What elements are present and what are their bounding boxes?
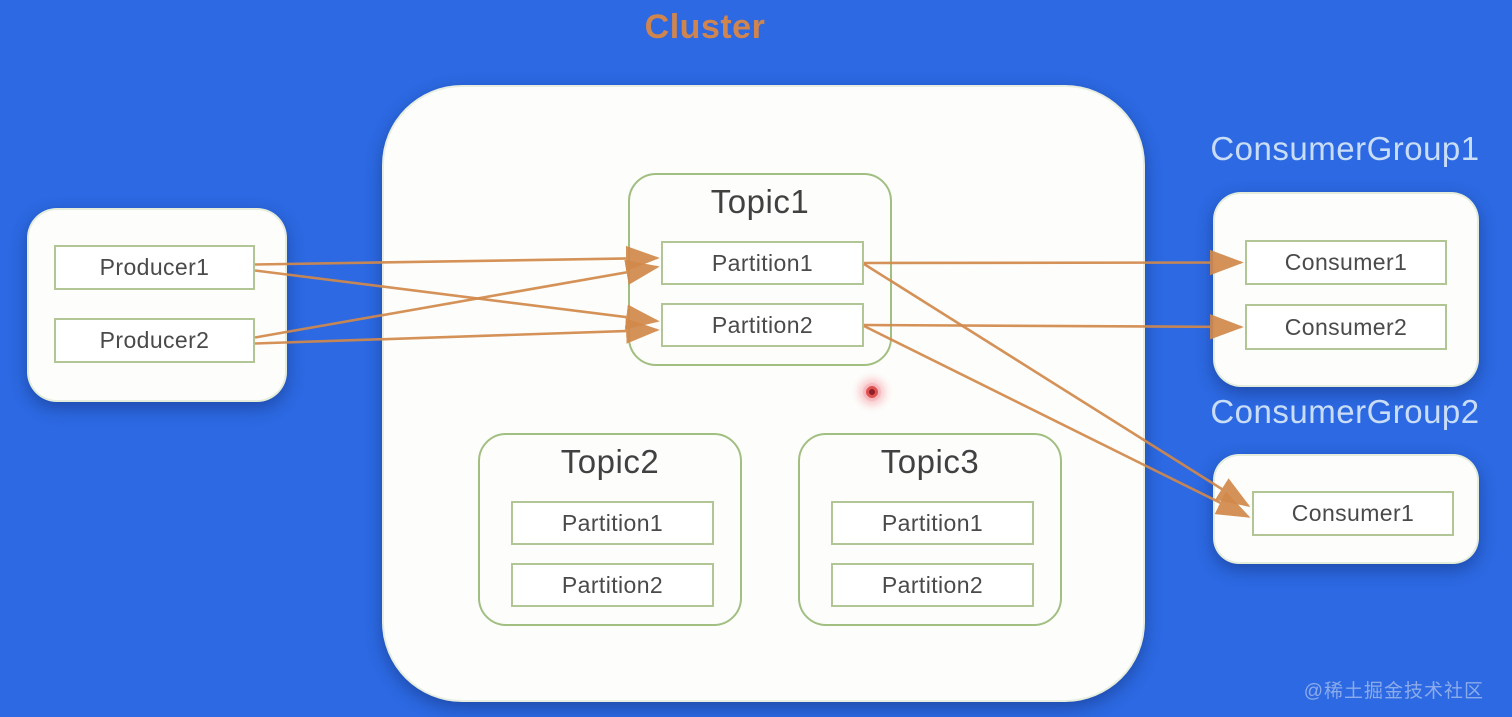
topic1-title: Topic1 <box>710 183 810 220</box>
group1-consumer2-label: Consumer2 <box>1284 313 1408 340</box>
producers-container: Producer1 Producer2 <box>27 208 287 402</box>
consumer-group2-title: ConsumerGroup2 <box>1210 393 1480 430</box>
consumer-group2-container: Consumer1 <box>1213 454 1479 564</box>
topic2-title: Topic2 <box>560 443 660 480</box>
topic3-partition1-box: Partition1 <box>831 501 1034 545</box>
topic1-container: Topic1 Partition1 Partition2 <box>628 173 892 366</box>
producer1-label: Producer1 <box>99 254 210 280</box>
topic2-partition2-label: Partition2 <box>561 571 664 598</box>
group2-consumer1-box: Consumer1 <box>1252 491 1454 536</box>
topic1-partition1-label: Partition1 <box>711 249 814 276</box>
consumer-group1-container: Consumer1 Consumer2 <box>1213 192 1479 387</box>
topic1-partition2-label: Partition2 <box>711 311 814 338</box>
topic3-partition2-box: Partition2 <box>831 563 1034 607</box>
topic3-title: Topic3 <box>880 443 980 480</box>
group1-consumer1-label: Consumer1 <box>1284 249 1408 275</box>
topic1-partition2-box: Partition2 <box>661 303 864 347</box>
laser-pointer-dot <box>863 383 881 401</box>
group1-consumer1-box: Consumer1 <box>1245 240 1447 285</box>
topic2-container: Topic2 Partition1 Partition2 <box>478 433 742 626</box>
topic3-container: Topic3 Partition1 Partition2 <box>798 433 1062 626</box>
topic2-partition2-box: Partition2 <box>511 563 714 607</box>
producer2-label: Producer2 <box>99 327 210 353</box>
group1-consumer2-box: Consumer2 <box>1245 304 1447 350</box>
watermark: @稀土掘金技术社区 <box>1303 681 1484 702</box>
topic1-partition1-box: Partition1 <box>661 241 864 285</box>
consumer-group1-title: ConsumerGroup1 <box>1210 130 1480 167</box>
producer2-box: Producer2 <box>54 318 255 363</box>
group2-consumer1-label: Consumer1 <box>1291 500 1415 526</box>
cluster-title: Cluster <box>644 8 766 46</box>
topic2-partition1-label: Partition1 <box>561 509 664 536</box>
topic3-partition1-label: Partition1 <box>881 509 984 536</box>
producer1-box: Producer1 <box>54 245 255 290</box>
topic2-partition1-box: Partition1 <box>511 501 714 545</box>
topic3-partition2-label: Partition2 <box>881 571 984 598</box>
